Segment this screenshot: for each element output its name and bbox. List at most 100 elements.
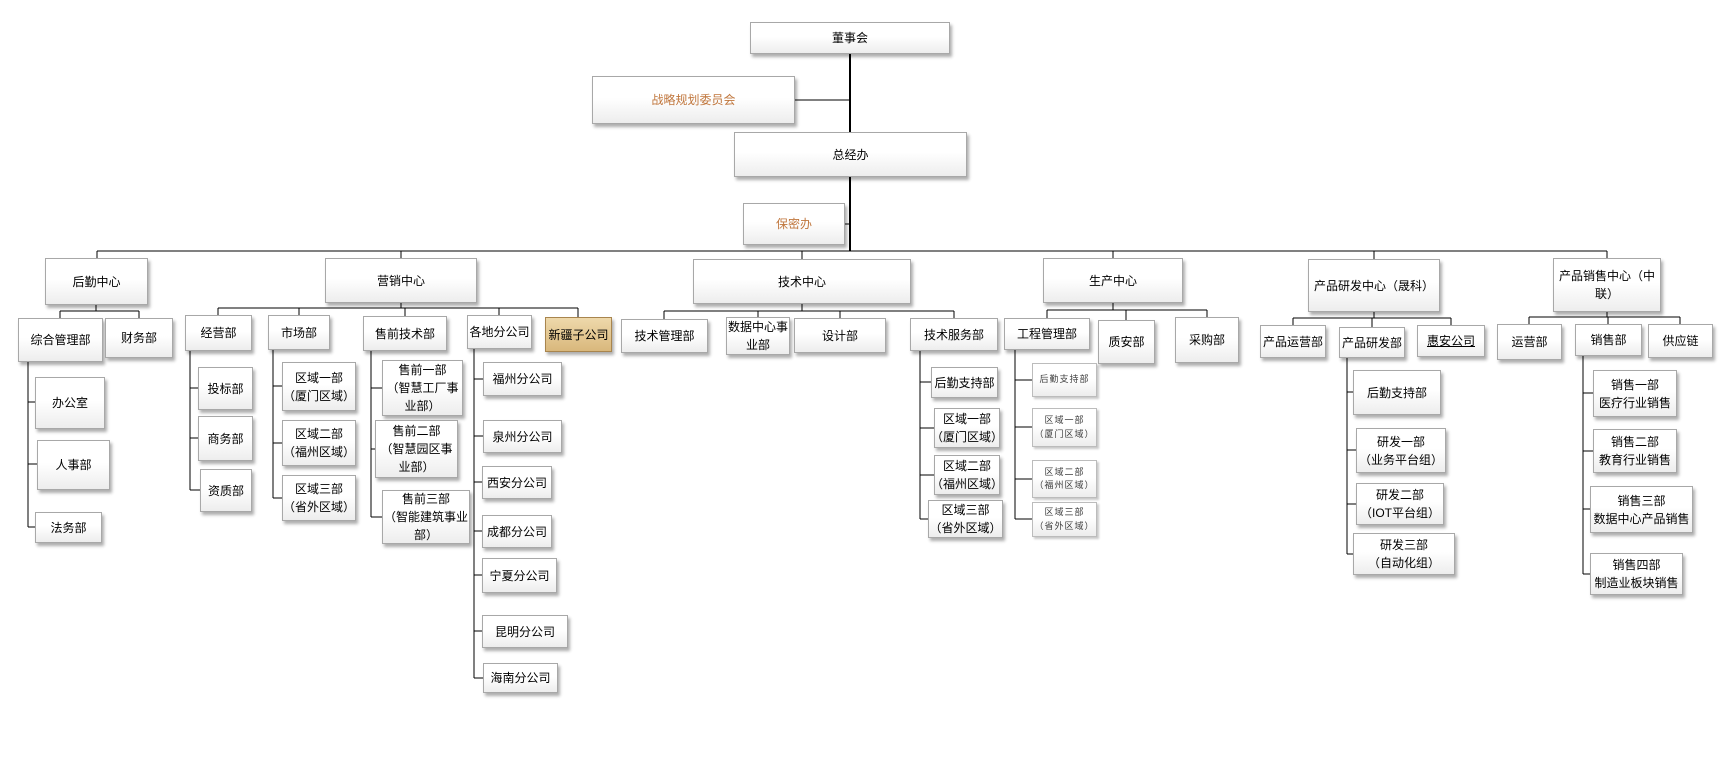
node-legal-dept[interactable]: 法务部 [35,512,102,543]
node-sales-dept[interactable]: 销售部 [1575,324,1642,356]
node-office[interactable]: 办公室 [35,377,105,429]
node-general-management-dept[interactable]: 综合管理部 [18,318,103,362]
node-label: 办公室 [51,396,88,410]
node-sales-dept-4[interactable]: 销售四部制造业板块销售 [1590,553,1683,595]
node-label: 数据中心产品销售 [1593,511,1690,526]
node-label: （福州区域） [283,445,356,459]
node-finance-dept[interactable]: 财务部 [105,318,173,358]
node-rd-dept-3[interactable]: 研发三部（自动化组） [1353,533,1455,575]
node-label: 财务部 [120,331,157,345]
node-tech-service-dept[interactable]: 技术服务部 [910,318,998,351]
node-product-sales-center[interactable]: 产品销售中心（中联） [1553,258,1661,312]
node-logistics-center[interactable]: 后勤中心 [45,258,148,305]
node-label: 工程管理部 [1016,327,1077,341]
node-em-region-2[interactable]: 区域二部（福州区域） [1032,460,1097,498]
node-tech-management-dept[interactable]: 技术管理部 [621,319,708,353]
node-confidentiality-office[interactable]: 保密办 [743,203,845,245]
node-label: 西安分公司 [486,475,547,490]
node-marketing-center[interactable]: 营销中心 [325,258,477,303]
node-label: 市场部 [280,325,317,340]
node-presales-dept-3[interactable]: 售前三部（智能建筑事业部） [382,490,470,544]
node-product-rd-center[interactable]: 产品研发中心（晟科） [1308,259,1440,312]
node-label: 营销中心 [376,273,425,288]
node-label: 产品运营部 [1262,334,1323,349]
node-product-rd-dept[interactable]: 产品研发部 [1339,327,1405,358]
node-regional-branches[interactable]: 各地分公司 [467,315,532,349]
node-label: 技术服务部 [923,327,984,342]
node-rd-dept-1[interactable]: 研发一部（业务平台组） [1356,428,1446,473]
node-label: 商务部 [207,431,244,446]
node-market-region-2[interactable]: 区域二部（福州区域） [282,420,356,466]
node-engineering-management-dept[interactable]: 工程管理部 [1004,318,1090,350]
node-label: 制造业板块销售 [1594,576,1679,590]
node-fuzhou-branch[interactable]: 福州分公司 [483,362,562,396]
node-label: 业部 [745,338,770,352]
node-label: 技术管理部 [634,329,695,343]
node-kunming-branch[interactable]: 昆明分公司 [482,615,568,648]
node-label: 研发一部 [1376,434,1425,449]
node-presales-dept-2[interactable]: 售前二部（智慧园区事业部） [375,420,458,478]
node-label: 董事会 [831,31,868,45]
node-sales-dept-2[interactable]: 销售二部教育行业销售 [1593,429,1677,473]
node-ts-region-3[interactable]: 区域三部（省外区域） [928,500,1003,538]
node-technology-center[interactable]: 技术中心 [693,259,911,304]
node-hr-dept[interactable]: 人事部 [37,440,110,490]
node-general-manager-office[interactable]: 总经办 [734,132,967,177]
node-label: （智慧工厂事 [386,381,459,395]
node-rd-logistics-support-dept[interactable]: 后勤支持部 [1353,370,1441,415]
node-label: 区域一部 [942,412,991,426]
node-label: 区域三部 [1044,507,1085,517]
node-product-operations-dept[interactable]: 产品运营部 [1260,325,1326,358]
node-label: （智慧园区事 [380,442,453,456]
node-qualification-dept[interactable]: 资质部 [200,469,252,512]
node-label: 投标部 [207,381,244,396]
node-purchasing-dept[interactable]: 采购部 [1175,317,1239,363]
node-label: 业部） [398,460,435,474]
node-quality-safety-dept[interactable]: 质安部 [1098,320,1155,364]
node-label: 销售三部 [1617,493,1666,508]
node-label: 保密办 [775,217,812,231]
node-hainan-branch[interactable]: 海南分公司 [483,663,558,693]
node-presales-dept-1[interactable]: 售前一部（智慧工厂事业部） [382,360,463,416]
node-bidding-dept[interactable]: 投标部 [198,367,253,410]
node-sales-dept-1[interactable]: 销售一部医疗行业销售 [1593,370,1677,417]
node-datacenter-business-dept[interactable]: 数据中心事业部 [726,317,790,355]
node-huian-company[interactable]: 惠安公司 [1417,325,1485,357]
node-xian-branch[interactable]: 西安分公司 [482,466,552,499]
node-label: 区域一部 [294,370,343,385]
node-design-dept[interactable]: 设计部 [794,318,886,353]
node-market-dept[interactable]: 市场部 [268,315,330,350]
node-label: 资质部 [207,483,244,498]
node-market-region-1[interactable]: 区域一部（厦门区域） [282,362,356,411]
node-ts-region-1[interactable]: 区域一部（厦门区域） [931,408,1003,448]
node-ts-logistics-support-dept[interactable]: 后勤支持部 [931,367,998,398]
node-commerce-dept[interactable]: 商务部 [198,416,253,461]
node-sales-dept-3[interactable]: 销售三部数据中心产品销售 [1590,486,1693,533]
node-label: 总经办 [832,147,869,162]
node-label: 产品研发中心（晟科） [1313,278,1434,293]
node-em-region-1[interactable]: 区域一部（厦门区域） [1032,408,1097,447]
node-strategic-planning-committee[interactable]: 战略规划委员会 [592,76,795,124]
node-operations-dept[interactable]: 经营部 [185,315,252,351]
node-label: 售前三部 [401,492,450,506]
node-ts-region-2[interactable]: 区域二部（福州区域） [931,455,1003,495]
node-production-center[interactable]: 生产中心 [1043,258,1183,303]
node-market-region-3[interactable]: 区域三部（省外区域） [282,475,356,521]
node-label: 教育行业销售 [1598,453,1671,467]
node-label: 区域一部 [1044,415,1085,425]
node-em-logistics-support-dept[interactable]: 后勤支持部 [1032,363,1097,397]
node-em-region-3[interactable]: 区域三部（省外区域） [1032,502,1097,537]
node-ningxia-branch[interactable]: 宁夏分公司 [482,558,557,593]
node-label: 售前一部 [398,363,447,377]
node-sales-operations-dept[interactable]: 运营部 [1497,324,1562,360]
node-supply-chain[interactable]: 供应链 [1648,324,1713,358]
node-label: 泉州分公司 [492,429,553,444]
node-label: 产品销售中心（中 [1558,269,1655,283]
node-presales-tech-dept[interactable]: 售前技术部 [363,316,447,351]
node-rd-dept-2[interactable]: 研发二部（IOT平台组） [1356,483,1444,525]
node-chengdu-branch[interactable]: 成都分公司 [482,515,552,548]
node-xinjiang-subsidiary[interactable]: 新疆子公司 [545,317,612,352]
node-board-of-directors[interactable]: 董事会 [750,22,950,54]
node-quanzhou-branch[interactable]: 泉州分公司 [483,420,562,453]
node-label: 新疆子公司 [548,327,609,342]
